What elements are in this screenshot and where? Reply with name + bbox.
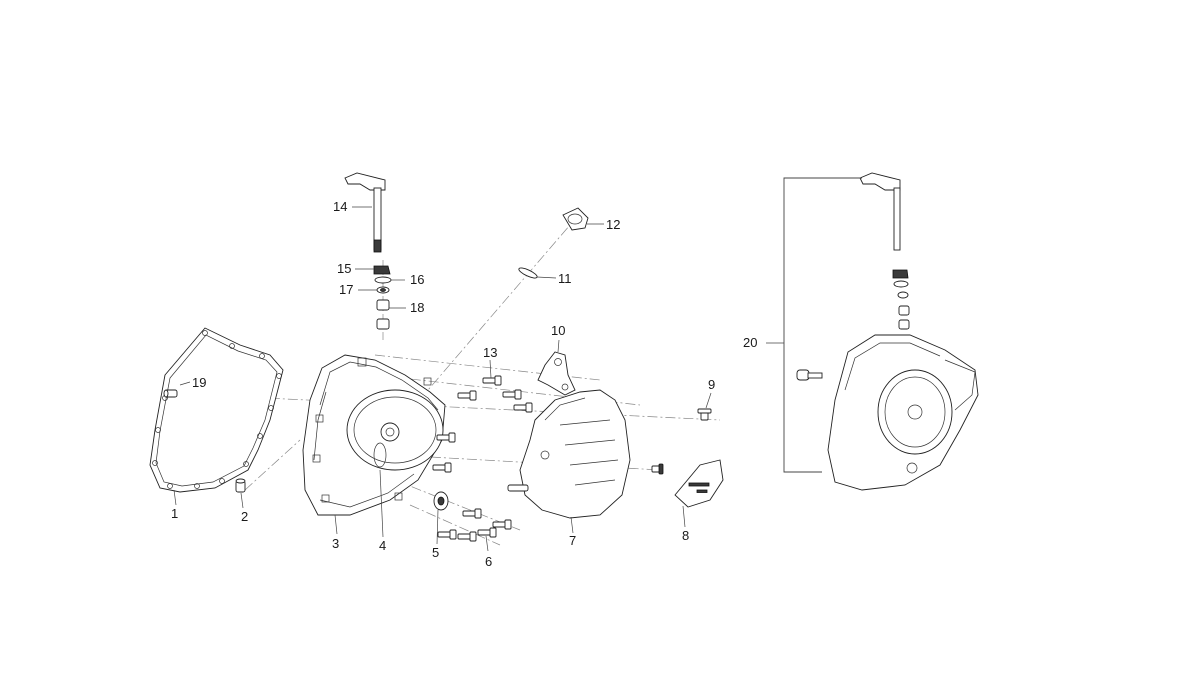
assembled-cover	[796, 172, 979, 491]
spacer	[376, 286, 390, 294]
dowel-pin	[235, 478, 246, 493]
callout-9: 9	[708, 377, 715, 392]
callout-14: 14	[333, 199, 347, 214]
callout-4: 4	[379, 538, 386, 553]
side-cover	[302, 354, 446, 516]
callout-10: 10	[551, 323, 565, 338]
callout-6: 6	[485, 554, 492, 569]
callout-11: 11	[558, 271, 572, 286]
callout-16: 16	[410, 272, 424, 287]
callout-12: 12	[606, 217, 620, 232]
oil-seal	[373, 442, 387, 468]
assembly-bracket	[783, 177, 862, 473]
callout-18: 18	[410, 300, 424, 315]
callout-5: 5	[432, 545, 439, 560]
bolts	[432, 375, 533, 542]
outer-cover	[507, 389, 631, 519]
callout-19: 19	[192, 375, 206, 390]
leader-lines	[173, 206, 784, 552]
callout-7: 7	[569, 533, 576, 548]
small-screw	[697, 408, 712, 421]
shift-shaft	[344, 172, 386, 253]
callout-15: 15	[337, 261, 351, 276]
callout-labels: 1 2 3 4 5 6 7 8 9 10 11 12 13 14 15 16 1…	[171, 199, 757, 569]
filler-plug	[562, 207, 589, 231]
callout-2: 2	[241, 509, 248, 524]
callout-3: 3	[332, 536, 339, 551]
callout-17: 17	[339, 282, 353, 297]
callout-1: 1	[171, 506, 178, 521]
bracket	[537, 351, 576, 396]
return-spring	[373, 265, 391, 275]
callout-8: 8	[682, 528, 689, 543]
callout-20: 20	[743, 335, 757, 350]
dowel-pin-19	[163, 389, 178, 398]
bushing	[376, 299, 390, 330]
washer	[374, 276, 392, 284]
o-ring	[518, 267, 538, 279]
cover-screw	[651, 463, 664, 475]
sight-glass	[433, 491, 449, 511]
cover-badge	[674, 459, 724, 508]
callout-13: 13	[483, 345, 497, 360]
gasket	[149, 327, 284, 493]
